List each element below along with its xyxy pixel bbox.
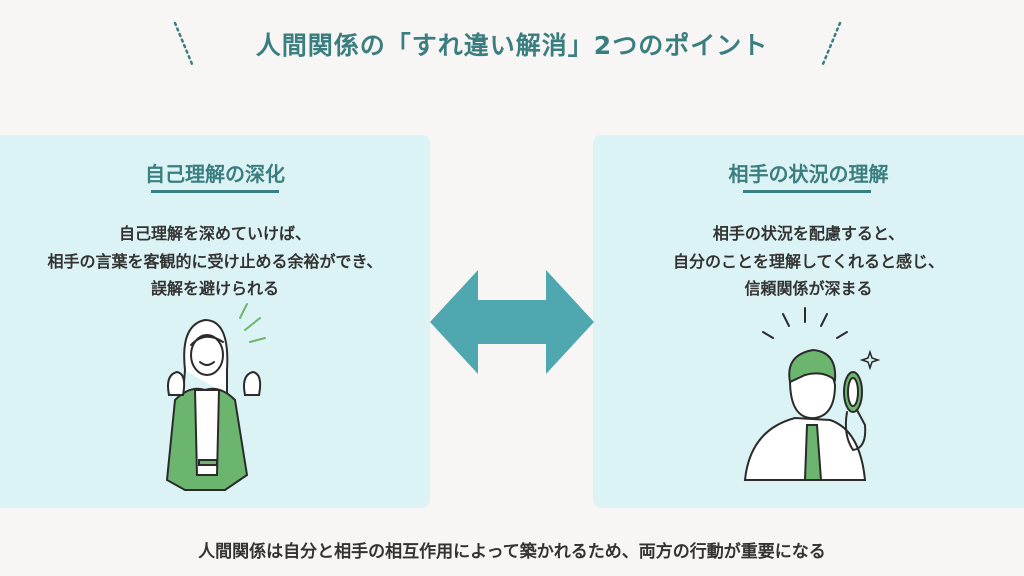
right-card-heading: 相手の状況の理解 xyxy=(728,162,889,186)
left-body-line: 誤解を避けられる xyxy=(150,279,279,298)
woman-cheering-illustration xyxy=(165,303,266,491)
left-card-heading: 自己理解の深化 xyxy=(145,162,285,186)
right-body-line: 自分のことを理解してくれると感じ、 xyxy=(672,251,945,271)
left-body-line: 相手の言葉を客観的に受け止める余裕ができ、 xyxy=(47,251,383,271)
right-heading-underline xyxy=(743,190,871,193)
right-dots-decoration xyxy=(821,21,842,66)
left-card-body: 自己理解を深めていけば、 相手の言葉を客観的に受け止める余裕ができ、 誤解を避け… xyxy=(0,220,430,303)
right-body-line: 信頼関係が深まる xyxy=(744,279,873,298)
right-body-line: 相手の状況を配慮すると、 xyxy=(712,224,905,243)
page-title: 人間関係の「すれ違い解消」2つのポイント xyxy=(255,31,769,60)
footer-summary: 人間関係は自分と相手の相互作用によって築かれるため、両方の行動が重要になる xyxy=(198,542,826,562)
man-magnifying-glass-illustration xyxy=(743,307,881,481)
left-heading-underline xyxy=(151,190,279,193)
left-dots-decoration xyxy=(173,21,194,66)
double-arrow-icon xyxy=(430,270,594,374)
left-body-line: 自己理解を深めていけば、 xyxy=(118,224,311,243)
right-card-body: 相手の状況を配慮すると、 自分のことを理解してくれると感じ、 信頼関係が深まる xyxy=(593,220,1024,303)
